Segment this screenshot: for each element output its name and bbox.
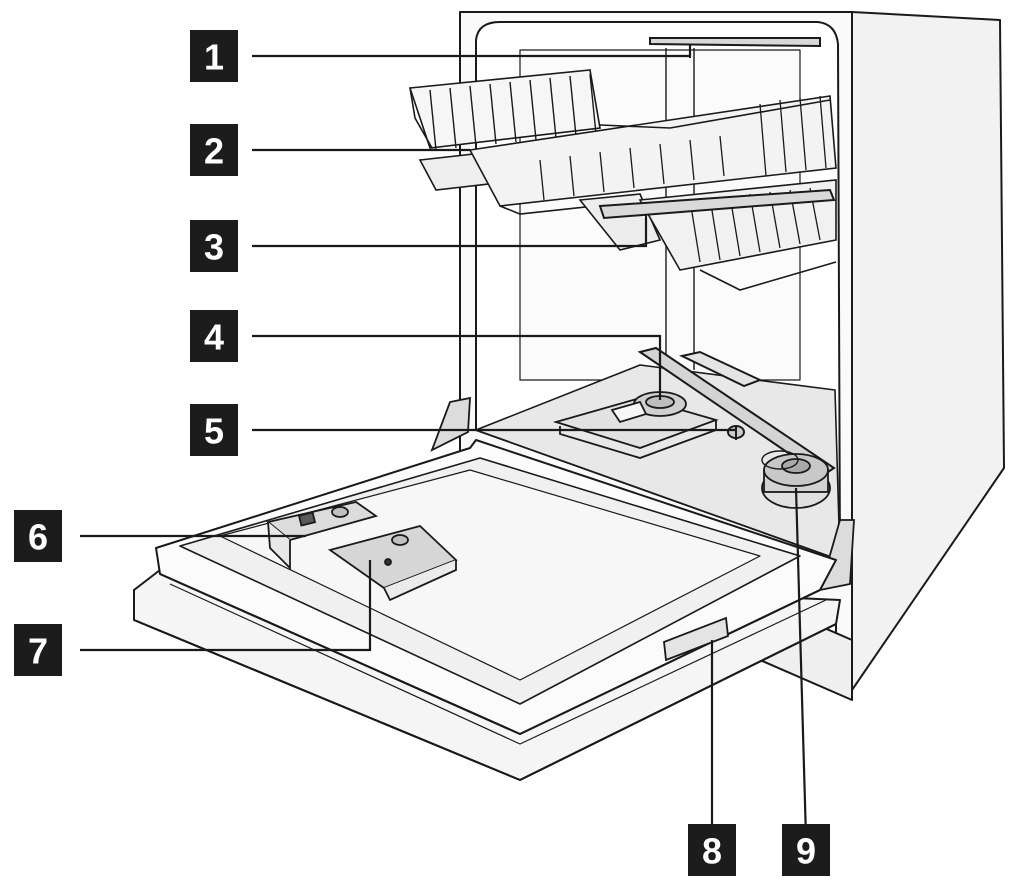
callout-7-label: 7: [28, 631, 48, 672]
left-hinge: [430, 396, 471, 452]
callout-badges: 1 2 3 4 5 6 7 8: [14, 30, 830, 876]
salt-reservoir-cap: [761, 450, 831, 509]
callout-4: 4: [190, 310, 238, 362]
leader-line-3: [252, 218, 648, 248]
callout-6: 6: [14, 510, 62, 562]
leader-line-9: [794, 487, 808, 839]
callout-1: 1: [190, 30, 238, 82]
callout-5-label: 5: [204, 411, 224, 452]
callout-3: 3: [190, 220, 238, 272]
leader-line-4: [252, 334, 662, 400]
leader-line-1: [252, 44, 692, 58]
callout-2-label: 2: [204, 131, 224, 172]
callout-7: 7: [14, 624, 62, 676]
callout-5: 5: [190, 404, 238, 456]
callout-2: 2: [190, 124, 238, 176]
callout-1-label: 1: [204, 37, 224, 78]
rinse-aid-dispenser: [327, 525, 458, 602]
callout-9: 9: [782, 824, 830, 876]
callout-8: 8: [688, 824, 736, 876]
lower-spray-arm: [637, 346, 836, 478]
leader-lines: [80, 44, 808, 839]
callout-3-label: 3: [204, 227, 224, 268]
callout-4-label: 4: [204, 317, 224, 358]
upper-basket-tines: [429, 73, 597, 151]
rating-plate: [663, 616, 729, 662]
leader-line-7: [80, 560, 372, 652]
callout-9-label: 9: [796, 831, 816, 872]
callout-8-label: 8: [702, 831, 722, 872]
callout-6-label: 6: [28, 517, 48, 558]
cabinet-side-panel: [851, 11, 1005, 691]
detergent-dispenser: [266, 501, 379, 571]
